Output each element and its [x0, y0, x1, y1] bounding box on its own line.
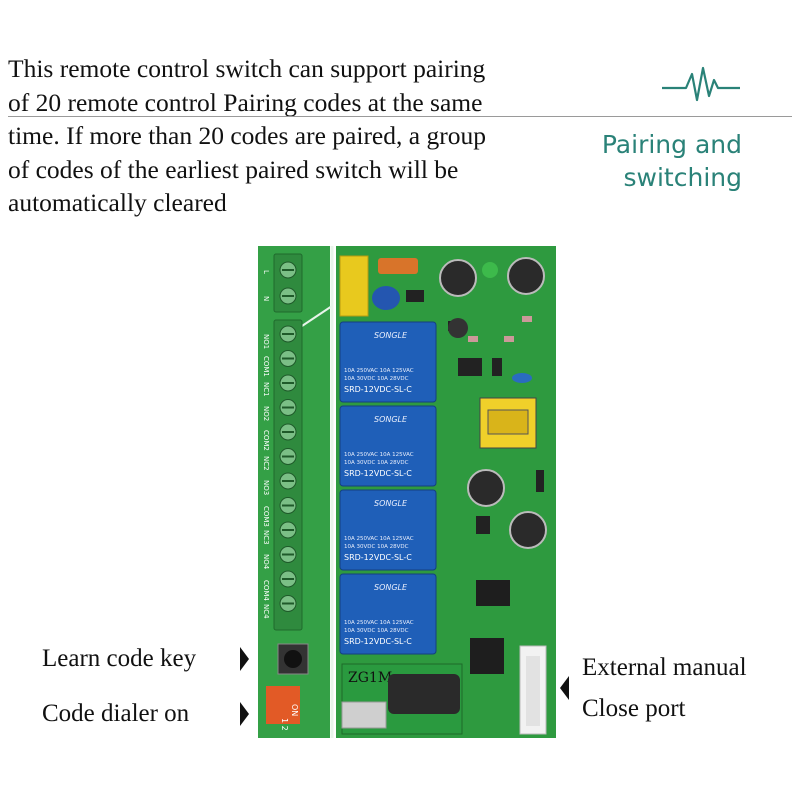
antenna-coil — [388, 674, 460, 714]
intro-line: automatically cleared — [8, 188, 227, 217]
relay-model: SRD-12VDC-SL-C — [344, 385, 412, 394]
callout-external-manual: External manual — [582, 654, 747, 681]
divider-line — [8, 116, 792, 117]
ic-chip-2 — [470, 638, 504, 674]
relay-rating: 10A 30VDC 10A 28VDC — [344, 628, 409, 634]
relay-rating: 10A 30VDC 10A 28VDC — [344, 376, 409, 382]
relay: SONGLE 10A 250VAC 10A 125VAC 10A 30VDC 10A… — [339, 573, 437, 655]
electrolytic-cap-1 — [439, 259, 477, 297]
relay-brand: SONGLE — [374, 583, 408, 592]
callout-code-dialer-on: Code dialer on — [42, 700, 190, 727]
callout-learn-code-key: Learn code key — [42, 645, 197, 672]
terminal-label: NC3 — [262, 530, 270, 545]
pulse-wave-icon — [662, 66, 740, 102]
terminal-label: NO3 — [262, 480, 270, 495]
relay: SONGLE 10A 250VAC 10A 125VAC 10A 30VDC 10A… — [339, 321, 437, 403]
callout-close-port: Close port — [582, 695, 686, 722]
terminal-label: N — [262, 296, 270, 301]
relay-board-image: L N NO1COM1NC1NO2COM2NC2NO3COM3NC3NO4COM4N… — [258, 246, 556, 738]
relay-model: SRD-12VDC-SL-C — [344, 637, 412, 646]
electrolytic-cap-4 — [509, 511, 547, 549]
ic-chip-1 — [476, 580, 510, 606]
intro-line: time. If more than 20 codes are paired, … — [8, 121, 486, 150]
intro-line: This remote control switch can support p… — [8, 54, 486, 83]
heading-line-1: Pairing and — [601, 130, 742, 159]
dip-switch — [266, 686, 300, 724]
module-label: ZG1M — [348, 670, 392, 686]
intro-line: of codes of the earliest paired switch w… — [8, 154, 459, 184]
relay-rating: 10A 250VAC 10A 125VAC — [344, 452, 414, 458]
arrow-right-icon — [240, 647, 249, 671]
section-heading: Pairing and switching — [588, 128, 742, 194]
dip-label: ON — [290, 704, 299, 716]
arrow-right-icon — [240, 702, 249, 726]
relay-rating: 10A 30VDC 10A 28VDC — [344, 544, 409, 550]
terminal-label: COM3 — [262, 506, 270, 527]
intro-line: of 20 remote control Pairing codes at th… — [8, 87, 483, 117]
relay-rating: 10A 30VDC 10A 28VDC — [344, 460, 409, 466]
relay-brand: SONGLE — [374, 415, 408, 424]
relay-model: SRD-12VDC-SL-C — [344, 469, 412, 478]
capacitor-yellow — [339, 255, 369, 317]
relay: SONGLE 10A 250VAC 10A 125VAC 10A 30VDC 10A… — [339, 405, 437, 487]
relay-model: SRD-12VDC-SL-C — [344, 553, 412, 562]
terminal-label: COM1 — [262, 356, 270, 377]
relay-rating: 10A 250VAC 10A 125VAC — [344, 368, 414, 374]
terminal-label: COM2 — [262, 430, 270, 451]
intro-paragraph: This remote control switch can support p… — [8, 52, 588, 220]
terminal-label: NC4 — [262, 604, 270, 619]
dip-numbers: 1 2 — [280, 718, 289, 731]
relay-brand: SONGLE — [374, 331, 408, 340]
relay-brand: SONGLE — [374, 499, 408, 508]
heading-line-2: switching — [623, 163, 742, 192]
relay: SONGLE 10A 250VAC 10A 125VAC 10A 30VDC 10A… — [339, 489, 437, 571]
arrow-left-icon — [560, 676, 569, 700]
resistor-orange — [378, 258, 418, 274]
terminal-label: NC1 — [262, 382, 270, 397]
terminal-label: NO1 — [262, 334, 270, 349]
terminal-label: NO2 — [262, 406, 270, 421]
electrolytic-cap-2 — [507, 257, 545, 295]
relay-rating: 10A 250VAC 10A 125VAC — [344, 536, 414, 542]
terminal-label: COM4 — [262, 580, 270, 601]
terminal-label: NC2 — [262, 456, 270, 471]
terminal-label: L — [262, 270, 270, 274]
terminal-label: NO4 — [262, 554, 270, 570]
relay-rating: 10A 250VAC 10A 125VAC — [344, 620, 414, 626]
electrolytic-cap-3 — [467, 469, 505, 507]
